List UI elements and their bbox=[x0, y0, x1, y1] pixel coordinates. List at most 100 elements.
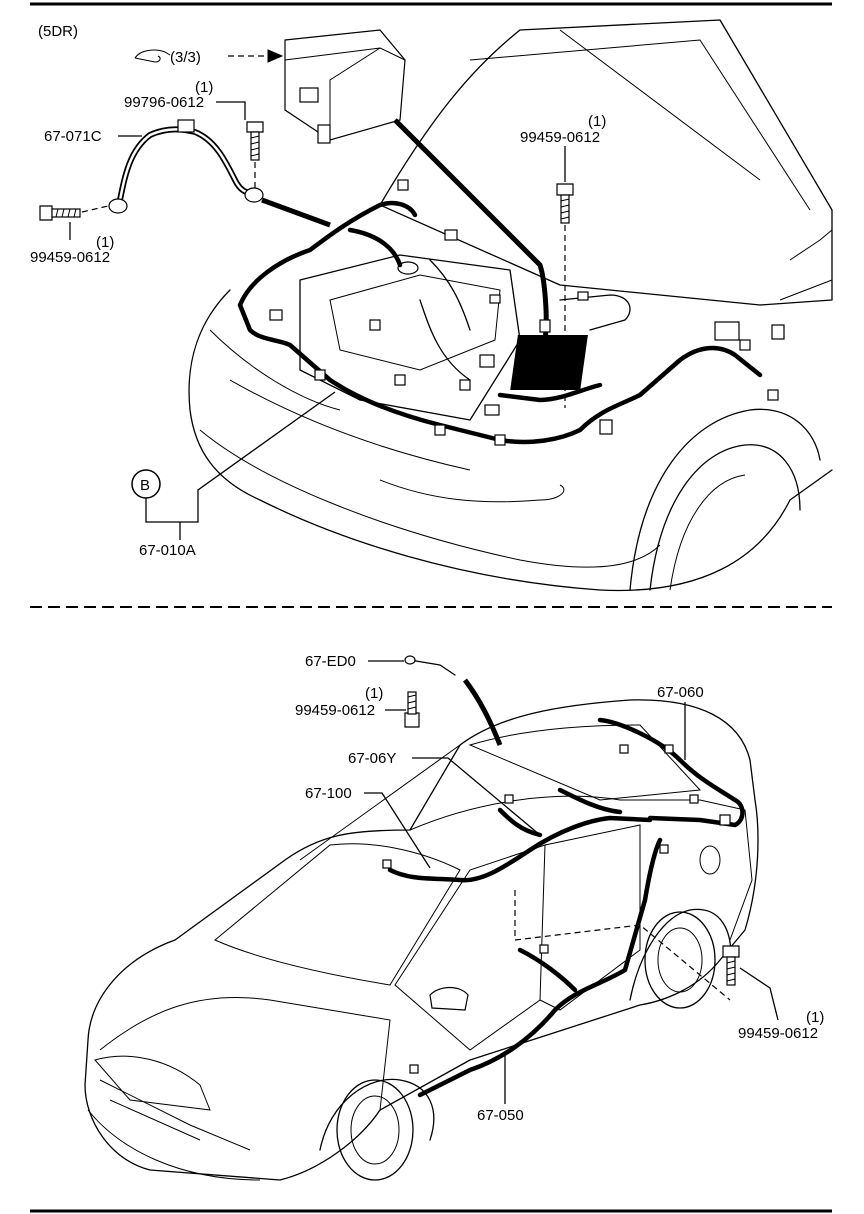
connector bbox=[689, 794, 699, 804]
hood-outline bbox=[379, 19, 833, 306]
headlamp-line bbox=[209, 329, 341, 411]
harness-67-060 bbox=[597, 717, 745, 828]
connector bbox=[504, 794, 514, 804]
rear-tire bbox=[644, 911, 716, 1009]
part-number: 99459-0612 bbox=[520, 129, 600, 146]
callout-letter: B bbox=[140, 477, 150, 494]
ring-terminal-right bbox=[244, 187, 264, 203]
part-number: 99459-0612 bbox=[738, 1025, 818, 1042]
oil-cap bbox=[397, 261, 419, 275]
connector bbox=[539, 944, 549, 954]
part-leader bbox=[364, 792, 431, 869]
a-pillar-line bbox=[789, 229, 833, 261]
front-bumper bbox=[87, 1109, 261, 1181]
part-number: 67-100 bbox=[305, 785, 352, 802]
engine-block bbox=[299, 254, 521, 421]
connector bbox=[484, 404, 500, 416]
part-number: 67-060 bbox=[657, 684, 704, 701]
part-number: 67-050 bbox=[477, 1107, 524, 1124]
ring-terminal-left bbox=[108, 198, 128, 214]
connector bbox=[409, 1064, 419, 1074]
connector bbox=[394, 374, 406, 386]
vehicle-body-view: 67-ED0 (1) 99459-0612 67-06Y 67-100 67-0… bbox=[84, 653, 824, 1181]
connector bbox=[719, 814, 731, 826]
tire-inner bbox=[669, 474, 746, 591]
harness-67-06Y bbox=[497, 787, 623, 838]
connector bbox=[577, 291, 589, 301]
hood-inner-line bbox=[469, 39, 811, 211]
front-tire bbox=[336, 1079, 414, 1181]
part-qty: (1) bbox=[588, 113, 606, 130]
fuel-door bbox=[699, 845, 721, 875]
bolt-icon bbox=[246, 121, 264, 161]
ref-arrow-label: (3/3) bbox=[170, 49, 201, 66]
connector bbox=[397, 179, 409, 191]
part-number: 67-06Y bbox=[348, 750, 396, 767]
trunk-line bbox=[699, 799, 753, 941]
side-mirror bbox=[429, 986, 469, 1011]
part-number: 67-ED0 bbox=[305, 653, 356, 670]
grille bbox=[99, 1079, 251, 1151]
part-leader bbox=[412, 757, 541, 836]
connector bbox=[489, 294, 501, 304]
ground-cable-67-071C bbox=[117, 126, 253, 203]
bumper-line bbox=[199, 429, 661, 568]
variant-label: (5DR) bbox=[38, 23, 78, 40]
mount-dash bbox=[514, 890, 731, 1001]
part-leader bbox=[145, 391, 336, 523]
part-number: 99796-0612 bbox=[124, 94, 204, 111]
roof-line bbox=[299, 744, 700, 861]
connector bbox=[479, 354, 495, 368]
engine-cover bbox=[329, 274, 501, 371]
tire-outer bbox=[649, 444, 801, 591]
battery bbox=[510, 335, 588, 390]
harness-67-010A bbox=[237, 200, 763, 445]
bolt-icon bbox=[404, 691, 420, 728]
connector bbox=[767, 389, 779, 401]
cable-clip bbox=[177, 119, 195, 133]
hand-pointer-icon bbox=[134, 49, 171, 63]
ground-cable-pointer bbox=[261, 197, 331, 228]
fuse-box-pointer bbox=[393, 118, 549, 341]
rear-window bbox=[468, 724, 702, 801]
windshield-line bbox=[779, 279, 833, 301]
part-number: 99459-0612 bbox=[295, 702, 375, 719]
part-qty: (1) bbox=[195, 79, 213, 96]
connector bbox=[494, 434, 506, 446]
rear-door bbox=[539, 824, 641, 1011]
connector bbox=[434, 424, 446, 436]
part-number: 67-010A bbox=[139, 542, 196, 559]
car-body-outline bbox=[84, 699, 759, 1181]
connector bbox=[771, 324, 785, 340]
bolt-dash bbox=[81, 205, 109, 213]
bumper-opening bbox=[379, 479, 565, 503]
front-wheel-arch bbox=[319, 1078, 435, 1151]
connector bbox=[599, 419, 613, 435]
connector bbox=[714, 321, 740, 341]
roof-antenna-lead bbox=[462, 678, 503, 746]
part-number: 99459-0612 bbox=[30, 249, 110, 266]
part-leader bbox=[739, 967, 779, 1021]
connector bbox=[314, 369, 326, 381]
connector bbox=[664, 744, 674, 754]
part-qty: (1) bbox=[806, 1009, 824, 1026]
connector bbox=[382, 859, 392, 869]
ground-wire-67-ED0 bbox=[409, 659, 456, 676]
connector bbox=[539, 319, 551, 333]
connector bbox=[269, 309, 283, 321]
connector bbox=[369, 319, 381, 331]
connector bbox=[739, 339, 751, 351]
harness-67-050-branch bbox=[517, 947, 578, 993]
harness-branch-center bbox=[419, 259, 471, 381]
harness-67-050 bbox=[417, 837, 663, 1098]
headlamp bbox=[94, 1055, 211, 1111]
arrowhead-icon bbox=[267, 49, 284, 63]
bolt-icon bbox=[39, 205, 81, 221]
part-number: 67-071C bbox=[44, 128, 102, 145]
engine-bay-view: (3/3) (1) 99796-0612 67-071C (1) 99459-0… bbox=[30, 19, 833, 592]
connector bbox=[444, 229, 458, 241]
front-rim bbox=[350, 1095, 400, 1165]
harness-67-100 bbox=[387, 815, 653, 883]
fuse-box bbox=[284, 29, 406, 144]
